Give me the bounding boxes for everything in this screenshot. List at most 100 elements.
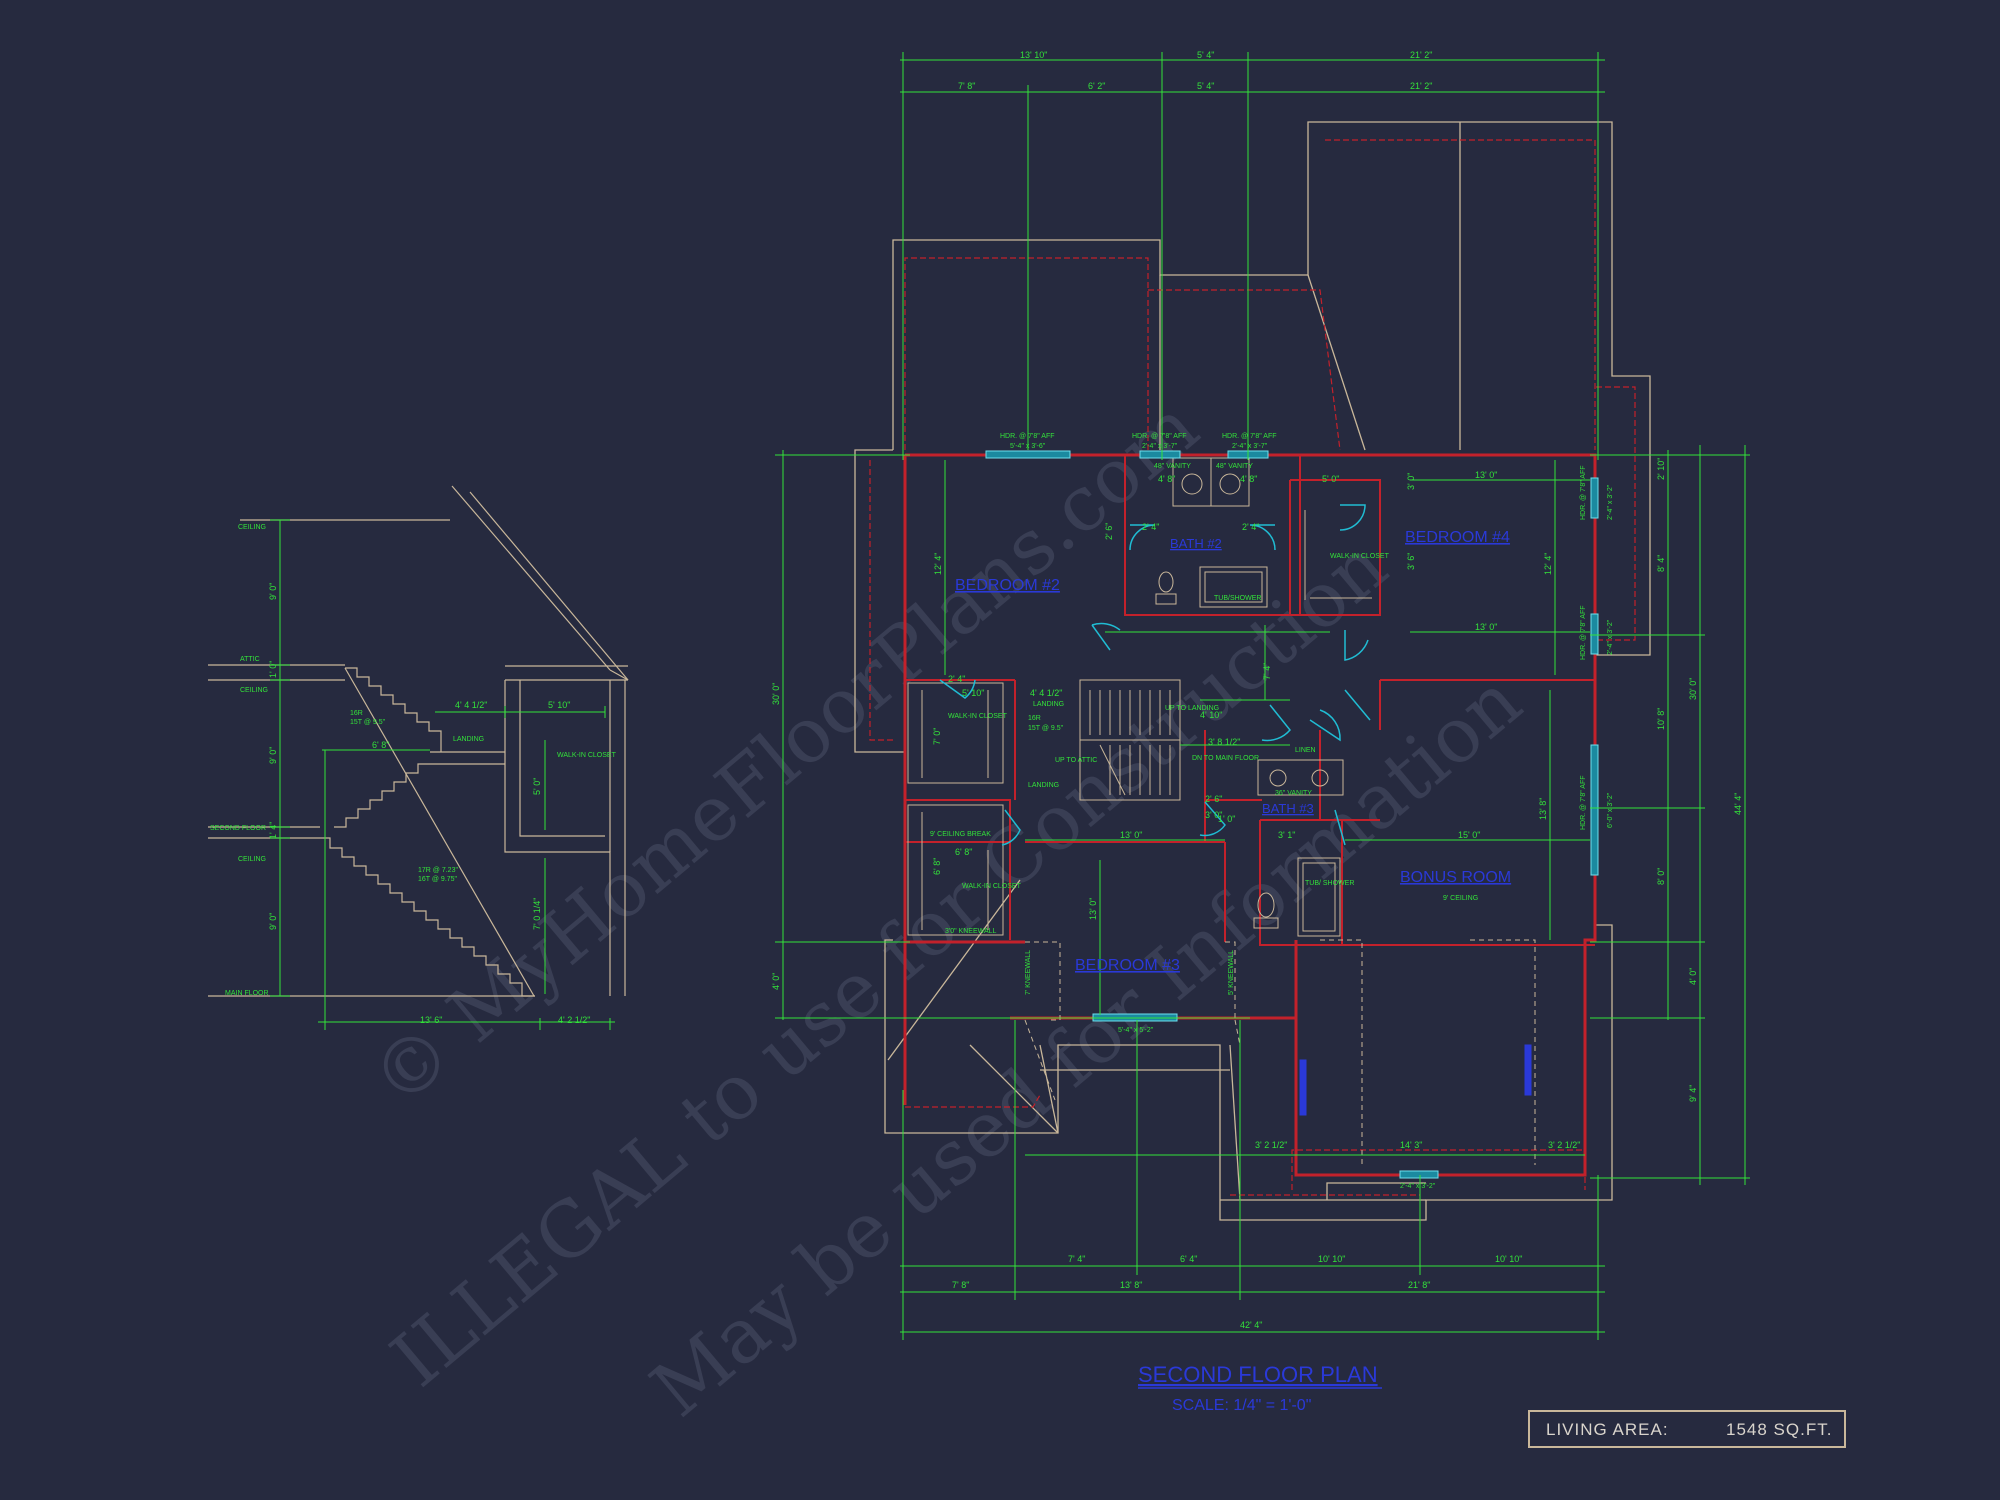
section-dim-gap2: 1' 4" xyxy=(268,822,278,839)
window-bonus-right-blue xyxy=(1524,1044,1532,1096)
dim-bath-a: 4' 8" xyxy=(1158,474,1175,484)
section-dim-wic: 5' 10" xyxy=(548,700,570,710)
dim-misc-e: 1' 0" xyxy=(1218,814,1235,824)
dim-bed3-w: 13' 0" xyxy=(1120,830,1142,840)
room-bonus: BONUS ROOM xyxy=(1400,869,1511,886)
doors xyxy=(939,504,1371,846)
section-run2b: 16T @ 9.75" xyxy=(418,876,458,883)
section-run1b: 15T @ 9.5" xyxy=(350,719,386,726)
dimension-texts: 13' 10" 5' 4" 21' 2" 7' 8" 6' 2" 5' 4" 2… xyxy=(771,50,1743,1330)
dim-right2-b: 8' 4" xyxy=(1656,555,1666,572)
note-ceiling-break: 9' CEILING BREAK xyxy=(930,831,991,838)
sink-icon xyxy=(1181,473,1203,495)
note-linen: LINEN xyxy=(1295,747,1316,754)
stair-section: CEILING ATTIC CEILING SECOND FLOOR CEILI… xyxy=(208,485,629,1030)
lower-roof-outline xyxy=(854,121,1651,1221)
section-ceiling-attic: CEILING xyxy=(240,687,268,694)
sink-icon xyxy=(1219,473,1241,495)
note-tub-top: TUB/SHOWER xyxy=(1214,595,1261,602)
dim-bed4-w: 13' 0" xyxy=(1475,470,1497,480)
dim-bot1-d: 10' 10" xyxy=(1495,1254,1522,1264)
section-dim-bottom: 13' 6" xyxy=(420,1015,442,1025)
bath-fixtures xyxy=(1155,457,1344,937)
note-landing: LANDING xyxy=(1033,701,1064,708)
dim-bot1-b: 6' 4" xyxy=(1180,1254,1197,1264)
dim-misc-i: 2' 6" xyxy=(1104,523,1114,540)
drawing-scale: SCALE: 1/4" = 1'-0" xyxy=(1172,1397,1311,1414)
dim-bath-d: 2' 4" xyxy=(1142,522,1159,532)
section-ceiling-top: CEILING xyxy=(238,524,266,531)
dim-misc-d: 3' 0" xyxy=(1205,810,1222,820)
note-hdr-r2: HDR. @ 7'8" AFF xyxy=(1580,606,1587,661)
section-dim-wic-h: 5' 0" xyxy=(532,778,542,795)
dim-gar-b: 14' 3" xyxy=(1400,1140,1422,1150)
kneewall-lines xyxy=(1024,939,1536,1165)
note-stair-b: 15T @ 9.5" xyxy=(1028,725,1064,732)
dim-bot1-a: 7' 4" xyxy=(1068,1254,1085,1264)
dim-misc-h: 7' 0" xyxy=(932,728,942,745)
dim-hall-a: 4' 4 1/2" xyxy=(1030,688,1062,698)
dim-left-a: 30' 0" xyxy=(771,683,781,705)
dim-top2-a: 7' 8" xyxy=(958,81,975,91)
dim-top1-a: 13' 10" xyxy=(1020,50,1047,60)
dim-misc-a: 2' 4" xyxy=(948,674,965,684)
window-bedroom-2 xyxy=(985,450,1071,459)
section-run2: 17R @ 7.23" xyxy=(418,867,458,874)
dim-top2-d: 21' 2" xyxy=(1410,81,1432,91)
section-wic: WALK-IN CLOSET xyxy=(557,752,617,759)
dashed-red-lines xyxy=(869,139,1636,1196)
dim-bonus-w: 15' 0" xyxy=(1458,830,1480,840)
note-win3: HDR. @ 7'8" AFF xyxy=(1222,433,1277,440)
note-landing2: LANDING xyxy=(1028,782,1059,789)
dim-right-d: 4' 0" xyxy=(1688,968,1698,985)
note-kneewall2: 7' KNEEWALL xyxy=(1025,950,1032,995)
dim-misc-j: 3' 6" xyxy=(1406,553,1416,570)
section-main-floor: MAIN FLOOR xyxy=(225,990,269,997)
room-bedroom-4: BEDROOM #4 xyxy=(1405,529,1510,546)
note-wic-right: WALK-IN CLOSET xyxy=(1330,553,1390,560)
drawing-title-block: SECOND FLOOR PLAN SCALE: 1/4" = 1'-0" xyxy=(1138,1362,1382,1414)
room-labels: BEDROOM #2 BEDROOM #4 BONUS ROOM BEDROOM… xyxy=(955,529,1511,974)
dim-bot2-c: 21' 8" xyxy=(1408,1280,1430,1290)
interior-walls xyxy=(905,455,1595,946)
dim-bed2-h: 12' 4" xyxy=(933,553,943,575)
note-kneewall3: 5' KNEEWALL xyxy=(1228,950,1235,995)
note-tub-bottom: TUB/ SHOWER xyxy=(1305,880,1354,887)
note-hdr-r3b: 6'-0" x 3'-2" xyxy=(1607,792,1614,828)
note-up-landing: UP TO LANDING xyxy=(1165,705,1219,712)
section-dim-low: 9' 0" xyxy=(268,913,278,930)
note-hdr-r1: HDR. @ 7'8" AFF xyxy=(1580,466,1587,521)
section-dim-68: 6' 8" xyxy=(372,740,389,750)
note-vanity3: 36" VANITY xyxy=(1275,790,1312,797)
room-bath-3: BATH #3 xyxy=(1262,801,1314,816)
note-win1: HDR. @ 7'8" AFF xyxy=(1000,433,1055,440)
dim-bed4-h: 12' 4" xyxy=(1543,553,1553,575)
dim-misc-k: 6' 8" xyxy=(932,858,942,875)
section-second-floor: SECOND FLOOR xyxy=(210,825,266,832)
dim-misc-f: 2' 6" xyxy=(1205,794,1222,804)
dim-bonus-h: 13' 8" xyxy=(1538,798,1548,820)
note-bonus-ceiling: 9' CEILING xyxy=(1443,895,1478,902)
note-up-attic: UP TO ATTIC xyxy=(1055,757,1097,764)
dim-right-c: 9' 4" xyxy=(1688,1085,1698,1102)
note-win2: HDR. @ 7'8" AFF xyxy=(1132,433,1187,440)
dimension-lines xyxy=(775,52,1750,1340)
dim-bed3-h: 13' 0" xyxy=(1088,898,1098,920)
sink-icon xyxy=(1269,769,1287,787)
note-wic-lower: WALK-IN CLOSET xyxy=(962,883,1022,890)
section-dim-top: 9' 0" xyxy=(268,583,278,600)
section-dim-gap1: 1' 0" xyxy=(268,661,278,678)
dim-bot2-a: 7' 8" xyxy=(952,1280,969,1290)
note-win5: 2'-4" x 3'-2" xyxy=(1400,1183,1436,1190)
dim-right-a: 44' 4" xyxy=(1733,793,1743,815)
drawing-title: SECOND FLOOR PLAN xyxy=(1138,1362,1378,1387)
dim-bath-c: 5' 0" xyxy=(1322,474,1339,484)
dim-misc-c: 3' 1" xyxy=(1278,830,1295,840)
note-hdr-r1b: 2'-4" x 3'-2" xyxy=(1607,484,1614,520)
stairs xyxy=(1079,679,1181,801)
dim-hall-b: 4' 10" xyxy=(1200,710,1222,720)
living-area-label: LIVING AREA: xyxy=(1546,1420,1669,1439)
closet-shelves xyxy=(907,510,1372,936)
section-dim-landing: 4' 4 1/2" xyxy=(455,700,487,710)
